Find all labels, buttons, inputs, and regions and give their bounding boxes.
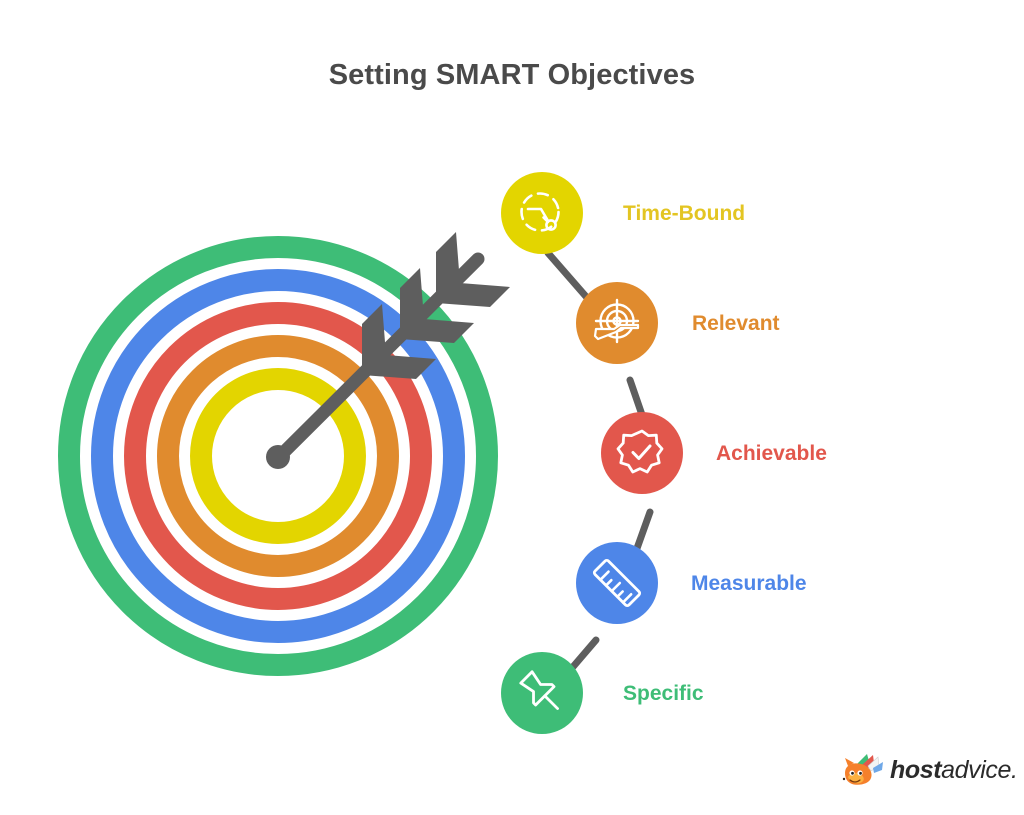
step-measurable[interactable]: Measurable [576,542,807,624]
page-title: Setting SMART Objectives [328,59,696,91]
step-label-achievable: Achievable [716,441,827,465]
logo-text-host: host [890,755,942,784]
step-label-measurable: Measurable [691,571,807,595]
step-badge-measurable[interactable] [576,542,658,624]
badge-check-icon [616,429,664,474]
hostadvice-logo[interactable]: hostadvice. [840,752,1018,788]
step-achievable[interactable]: Achievable [601,412,827,494]
logo-text-advice: advice. [941,755,1018,784]
step-label-time-bound: Time-Bound [623,201,746,225]
ruler-icon [592,558,642,608]
step-specific[interactable]: Specific [501,652,704,734]
step-time-bound[interactable]: Time-Bound [501,172,745,254]
logo-wordmark: hostadvice. [890,755,1018,784]
clock-icon [520,192,560,232]
push-pin-icon [519,670,559,710]
step-badge-relevant[interactable] [576,282,658,364]
step-badge-specific[interactable] [501,652,583,734]
step-badge-achievable[interactable] [601,412,683,494]
target-ring-green [58,236,498,676]
step-badge-time-bound[interactable] [501,172,583,254]
step-label-relevant: Relevant [692,311,780,335]
step-label-specific: Specific [623,681,704,705]
fox-mascot-icon [841,754,883,785]
step-relevant[interactable]: Relevant [576,282,780,364]
crosshair-target-icon [593,298,640,344]
